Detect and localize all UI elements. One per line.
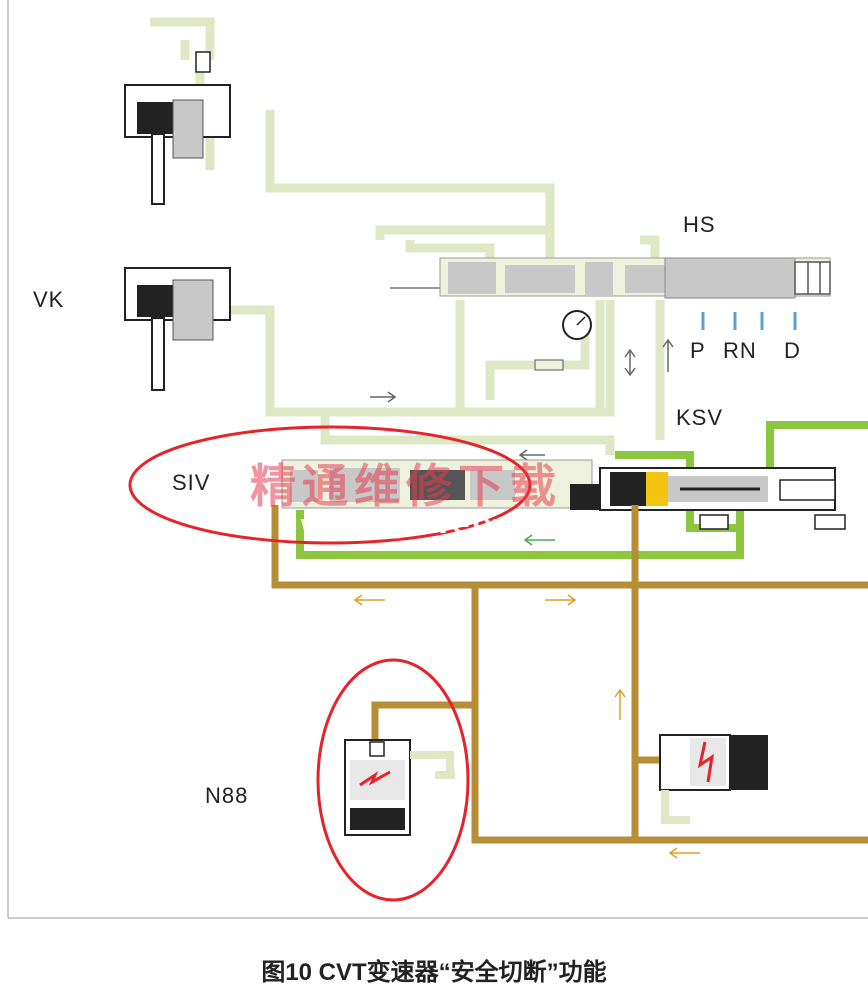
label-pos-rn: RN [723, 338, 757, 363]
label-pos-d: D [784, 338, 801, 363]
hs-manual-valve [390, 257, 831, 299]
ksv-valve [599, 467, 846, 530]
watermark-url: www.gzweix.com [300, 510, 580, 540]
highlight-ellipses [128, 425, 532, 902]
n88-solenoid [344, 739, 455, 836]
label-pos-p: P [690, 338, 706, 363]
siv-highlight [128, 425, 532, 545]
label-vk: VK [33, 287, 65, 312]
siv-valve [281, 459, 604, 510]
watermark-text: 精通维修下载 [250, 459, 562, 513]
flow-arrows-pale [370, 338, 674, 461]
right-solenoid [659, 734, 768, 824]
hydraulic-diagram [7, 0, 868, 919]
label-siv: SIV [172, 470, 211, 495]
label-ksv: KSV [676, 405, 724, 430]
n88-highlight [316, 658, 470, 902]
selector-position-ticks [701, 312, 797, 330]
flow-arrows-brown [353, 534, 700, 859]
pressure-gauge-icon [534, 310, 592, 371]
vk-upper-cylinder [124, 51, 231, 205]
label-n88: N88 [205, 783, 249, 808]
vk-lower-cylinder [124, 267, 231, 391]
figure-caption: 图10 CVT变速器“安全切断”功能 [261, 959, 607, 986]
label-hs: HS [683, 212, 716, 237]
